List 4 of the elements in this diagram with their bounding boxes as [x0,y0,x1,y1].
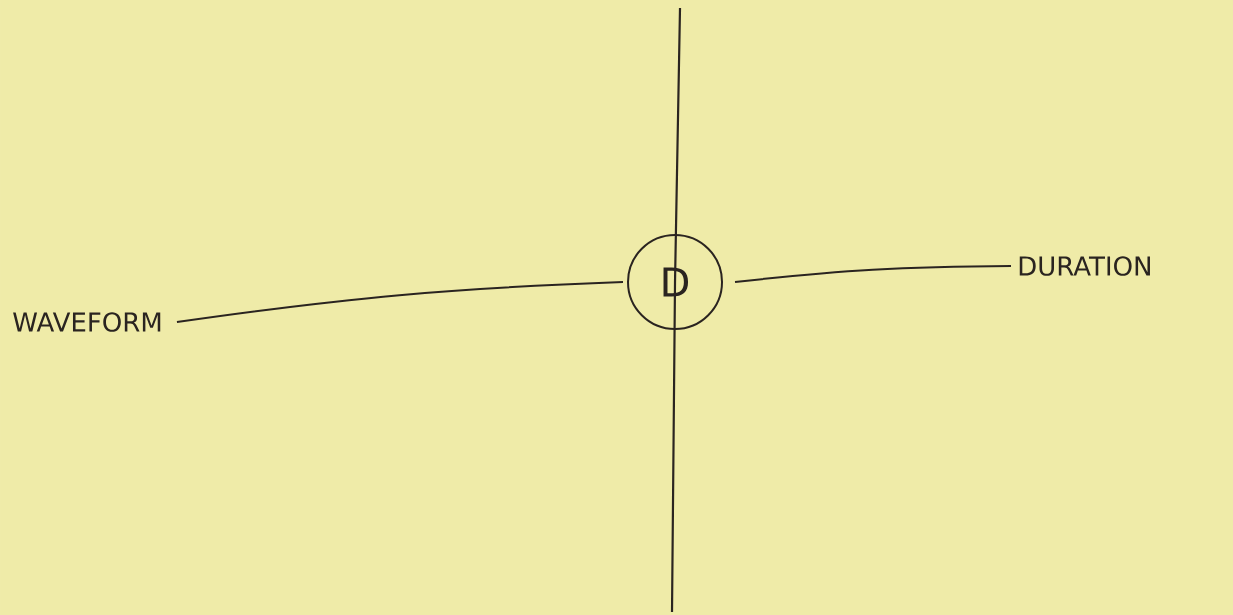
connector-line [175,281,624,323]
handwritten-label: WAVEFORM [13,312,161,332]
handwritten-label: DURATION [1019,256,1150,276]
connector-line [734,265,1012,283]
